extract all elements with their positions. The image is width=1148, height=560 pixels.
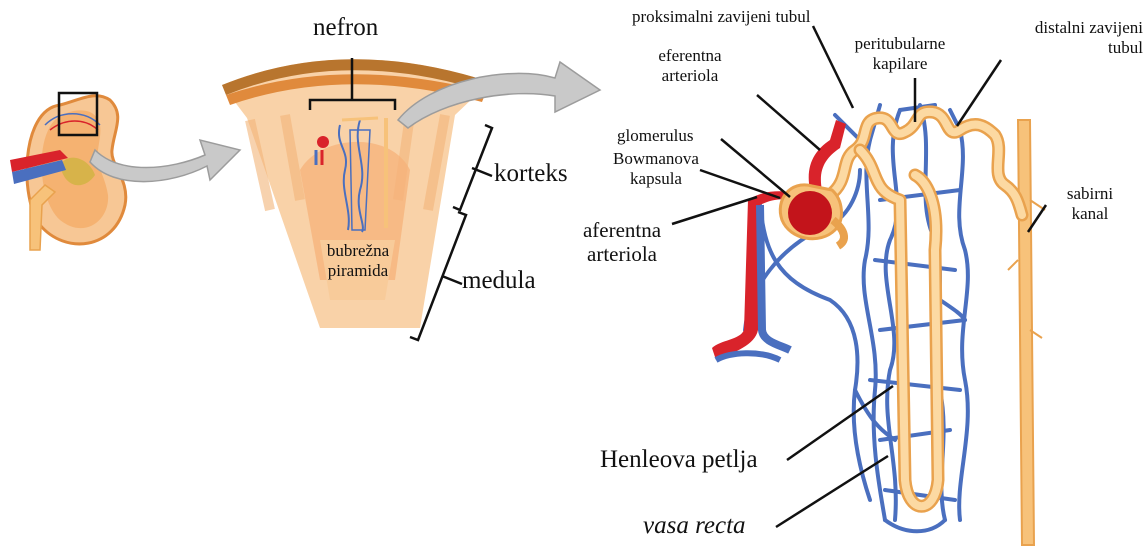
label-sabirni-kanal: sabirni kanal bbox=[1050, 184, 1130, 223]
label-bowman-line1: Bowmanova bbox=[606, 149, 706, 169]
label-vasa-recta: vasa recta bbox=[643, 512, 746, 541]
label-eferentna-line2: arteriola bbox=[640, 66, 740, 86]
collecting-duct bbox=[1018, 120, 1034, 545]
label-eferentna-arteriola: eferentna arteriola bbox=[640, 46, 740, 85]
glomerulus bbox=[788, 191, 832, 235]
label-peritubularne-line1: peritubularne bbox=[845, 34, 955, 54]
label-distalni-zavijeni-tubul: distalni zavijeni tubul bbox=[993, 18, 1143, 57]
label-bowmanova-kapsula: Bowmanova kapsula bbox=[606, 149, 706, 188]
label-distalni-line2: tubul bbox=[993, 38, 1143, 58]
label-piramida-line2: piramida bbox=[318, 261, 398, 281]
label-aferentna-line1: aferentna bbox=[570, 218, 674, 242]
label-proksimalni: proksimalni zavijeni tubul bbox=[632, 7, 810, 27]
label-sabirni-line2: kanal bbox=[1050, 204, 1130, 224]
label-aferentna-arteriola: aferentna arteriola bbox=[570, 218, 674, 266]
label-henleova-petlja: Henleova petlja bbox=[600, 446, 758, 475]
nephron-detail bbox=[712, 105, 1045, 545]
label-sabirni-line1: sabirni bbox=[1050, 184, 1130, 204]
label-nefron: nefron bbox=[313, 14, 378, 43]
label-bubrezna-piramida: bubrežna piramida bbox=[318, 241, 398, 280]
label-peritubularne-line2: kapilare bbox=[845, 54, 955, 74]
label-bubrezna-line1: bubrežna bbox=[318, 241, 398, 261]
label-peritubularne-kapilare: peritubularne kapilare bbox=[845, 34, 955, 73]
afferent-arteriole bbox=[712, 191, 790, 360]
label-medula: medula bbox=[462, 267, 536, 296]
label-glomerulus: glomerulus bbox=[617, 126, 694, 146]
label-distalni-line1: distalni zavijeni bbox=[993, 18, 1143, 38]
label-eferentna-line1: eferentna bbox=[640, 46, 740, 66]
korteks-bracket bbox=[453, 125, 492, 210]
label-korteks: korteks bbox=[494, 160, 568, 189]
label-aferentna-line2: arteriola bbox=[570, 242, 674, 266]
label-bowman-line2: kapsula bbox=[606, 169, 706, 189]
